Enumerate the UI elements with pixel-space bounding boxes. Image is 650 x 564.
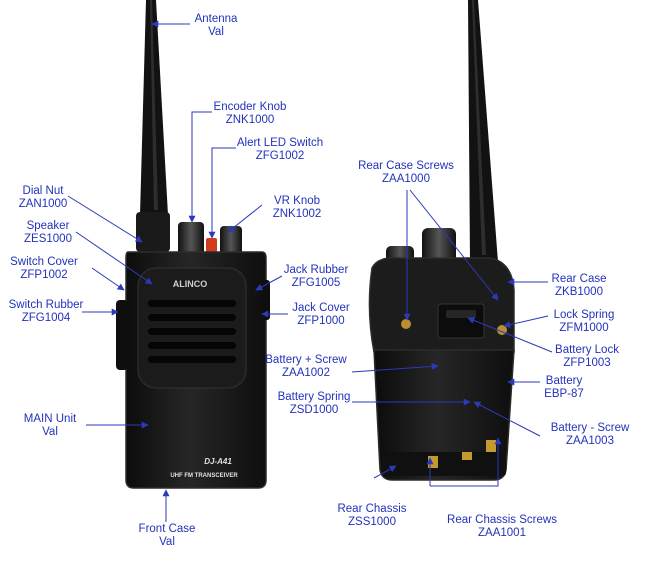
front-alert-led: [206, 238, 217, 254]
callout-dial-nut-name: Dial Nut: [22, 185, 64, 197]
callout-main-unit-part: Val: [42, 426, 58, 438]
callout-encoder-knob-name: Encoder Knob: [213, 101, 287, 113]
leader-battery-lock: [467, 317, 553, 353]
callout-alert-led-name: Alert LED Switch: [236, 137, 324, 149]
leader-battery-minus: [473, 401, 541, 437]
callout-dial-nut-part: ZAN1000: [18, 198, 68, 210]
rear-battery-lock: [437, 303, 485, 339]
leader-switch-cover: [91, 267, 125, 291]
callout-rear-chassis: Rear Chassis ZSS1000: [334, 503, 410, 529]
callout-front-case: Front Case Val: [132, 523, 202, 549]
front-model-label: DJ-A41: [204, 457, 232, 466]
callout-switch-rubber-name: Switch Rubber: [8, 299, 84, 311]
callout-battery-minus-screw-name: Battery - Screw: [550, 422, 630, 434]
callout-battery-lock-part: ZFP1003: [563, 357, 611, 369]
leader-rear-chassis: [373, 465, 397, 479]
leader-battery-plus: [351, 362, 439, 373]
leader-encoder-knob: [188, 111, 212, 223]
callout-battery-spring: Battery Spring ZSD1000: [270, 391, 358, 417]
callout-antenna: Antenna Val: [186, 13, 246, 39]
callout-speaker-part: ZES1000: [24, 233, 72, 245]
callout-jack-rubber-part: ZFG1005: [291, 277, 341, 289]
callout-speaker: Speaker ZES1000: [18, 220, 78, 246]
callout-battery-minus-screw-part: ZAA1003: [566, 435, 614, 447]
leader-vr-knob: [227, 204, 263, 233]
callout-switch-rubber: Switch Rubber ZFG1004: [4, 299, 88, 325]
callout-front-case-part: Val: [159, 536, 175, 548]
callout-main-unit: MAIN Unit Val: [18, 413, 82, 439]
leader-dial-nut: [67, 195, 143, 243]
rear-radio: [368, 0, 515, 481]
rear-battery-contact-3: [486, 440, 496, 452]
callout-rear-case-part: ZKB1000: [555, 286, 603, 298]
leader-lock-spring: [503, 315, 549, 329]
callout-lock-spring-part: ZFM1000: [559, 322, 609, 334]
callout-battery-minus-screw: Battery - Screw ZAA1003: [540, 422, 640, 448]
callout-battery: Battery EBP-87: [534, 375, 594, 401]
callout-jack-rubber-name: Jack Rubber: [283, 264, 349, 276]
callout-rear-chassis-part: ZSS1000: [348, 516, 396, 528]
callout-front-case-name: Front Case: [138, 523, 196, 535]
callout-jack-rubber: Jack Rubber ZFG1005: [278, 264, 354, 290]
callout-jack-cover: Jack Cover ZFP1000: [286, 302, 356, 328]
callout-battery-plus-screw-name: Battery + Screw: [265, 354, 347, 366]
front-brand-logo: ALINCO: [173, 279, 208, 289]
leader-alert-led: [208, 147, 236, 239]
callout-vr-knob-name: VR Knob: [273, 195, 321, 207]
callout-rear-case-screws: Rear Case Screws ZAA1000: [354, 160, 458, 186]
front-radio: ALINCO DJ-A41 UHF FM TRANSCEIVER: [116, 0, 270, 489]
leader-jack-rubber: [255, 275, 283, 291]
leader-rear-screw-right: [409, 189, 499, 301]
leader-rear-chassis-screws: [430, 437, 502, 487]
front-speaker-grill: [148, 300, 236, 363]
callout-battery-plus-screw: Battery + Screw ZAA1002: [256, 354, 356, 380]
callout-main-unit-name: MAIN Unit: [23, 413, 77, 425]
callout-switch-cover-name: Switch Cover: [10, 256, 78, 268]
front-antenna-base: [136, 212, 170, 252]
callout-jack-cover-part: ZFP1000: [297, 315, 345, 327]
callout-rear-case: Rear Case ZKB1000: [546, 273, 612, 299]
callout-dial-nut: Dial Nut ZAN1000: [12, 185, 74, 211]
callout-rear-chassis-name: Rear Chassis: [337, 503, 407, 515]
rear-case-screw-left: [401, 319, 411, 329]
callout-alert-led-part: ZFG1002: [255, 150, 305, 162]
callout-switch-rubber-part: ZFG1004: [21, 312, 71, 324]
callout-rear-chassis-screws: Rear Chassis Screws ZAA1001: [442, 514, 562, 540]
callout-rear-case-name: Rear Case: [551, 273, 607, 285]
callout-battery-lock-name: Battery Lock: [555, 344, 619, 356]
rear-battery-contact-2: [462, 452, 472, 460]
callout-battery-lock: Battery Lock ZFP1003: [550, 344, 624, 370]
callout-jack-cover-name: Jack Cover: [292, 302, 350, 314]
callout-battery-spring-name: Battery Spring: [277, 391, 351, 403]
callout-rear-chassis-screws-name: Rear Chassis Screws: [447, 514, 557, 526]
callout-switch-cover-part: ZFP1002: [20, 269, 68, 281]
callout-battery-part: EBP-87: [544, 388, 584, 400]
callout-vr-knob: VR Knob ZNK1002: [262, 195, 332, 221]
callout-rear-case-screws-name: Rear Case Screws: [358, 160, 454, 172]
callout-switch-cover: Switch Cover ZFP1002: [6, 256, 82, 282]
callout-lock-spring: Lock Spring ZFM1000: [548, 309, 620, 335]
callout-alert-led: Alert LED Switch ZFG1002: [230, 137, 330, 163]
callout-rear-chassis-screws-part: ZAA1001: [478, 527, 526, 539]
callout-rear-case-screws-part: ZAA1000: [382, 173, 430, 185]
callout-battery-plus-screw-part: ZAA1002: [282, 367, 330, 379]
front-vr-knob: [220, 226, 242, 256]
callout-vr-knob-part: ZNK1002: [272, 208, 322, 220]
leader-lines: [67, 20, 553, 522]
callout-encoder-knob: Encoder Knob ZNK1000: [206, 101, 294, 127]
callout-speaker-name: Speaker: [26, 220, 70, 232]
callout-battery-spring-part: ZSD1000: [289, 404, 339, 416]
callout-antenna-part: Val: [208, 26, 224, 38]
callout-antenna-name: Antenna: [194, 13, 238, 25]
front-model-sublabel: UHF FM TRANSCEIVER: [170, 473, 238, 479]
callout-battery-name: Battery: [545, 375, 583, 387]
leader-speaker: [75, 231, 153, 285]
callout-encoder-knob-part: ZNK1000: [225, 114, 275, 126]
front-encoder-knob: [178, 222, 204, 256]
callout-lock-spring-name: Lock Spring: [553, 309, 615, 321]
